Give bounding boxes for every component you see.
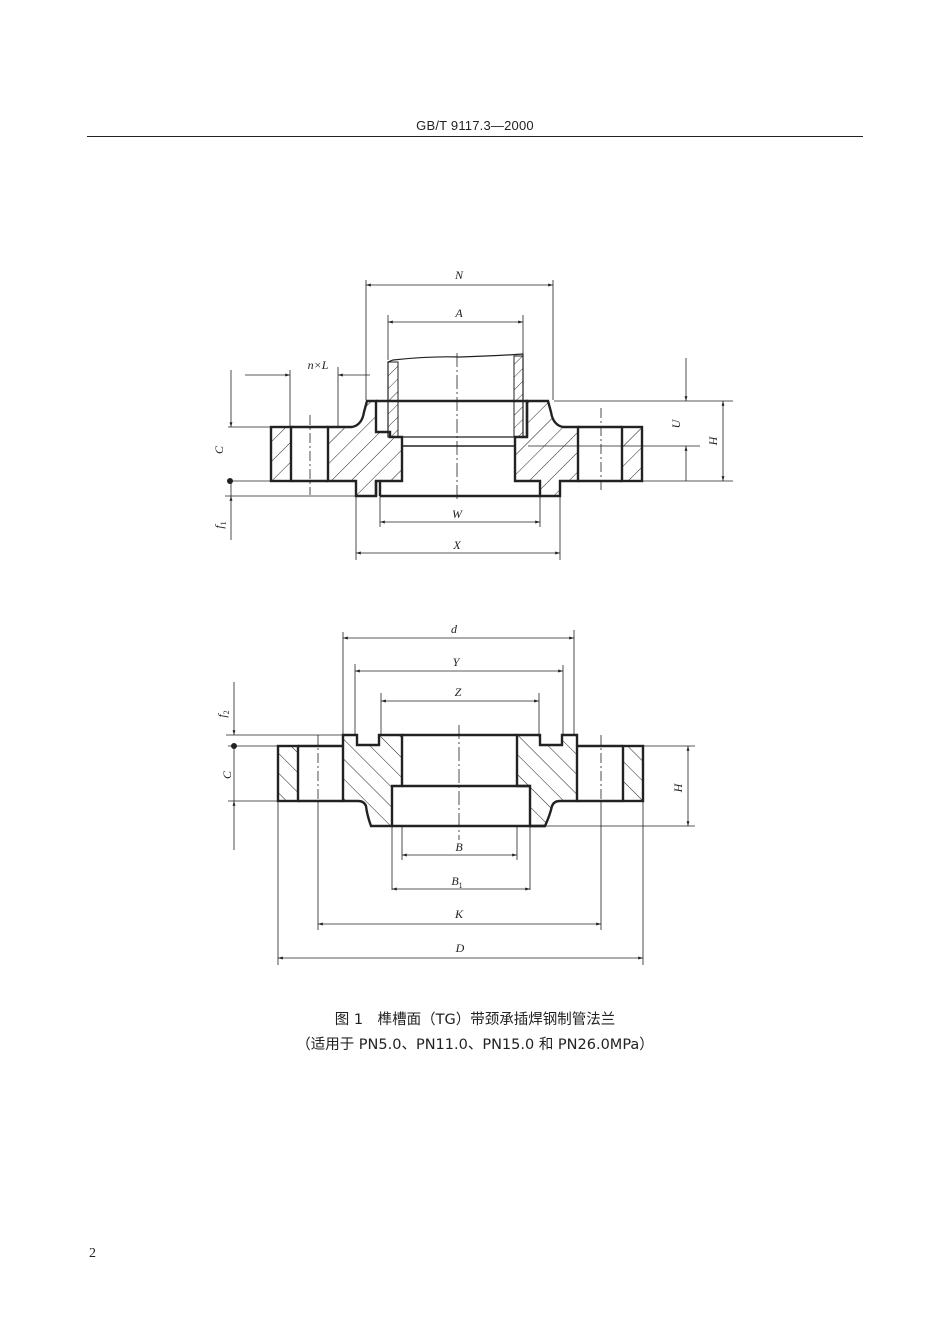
dim-label-nxL: n×L xyxy=(308,358,329,372)
dim-label-f2: f2 xyxy=(215,710,231,717)
figure-caption-applicability: （适用于 PN5.0、PN11.0、PN15.0 和 PN26.0MPa） xyxy=(296,1037,654,1053)
dim-label-W: W xyxy=(452,507,463,521)
dim-label-Z: Z xyxy=(455,685,462,699)
top-view-drawing xyxy=(225,280,733,560)
dim-label-N: N xyxy=(454,268,464,282)
dim-label-f1: f1 xyxy=(212,521,228,528)
dim-label-X: X xyxy=(452,538,461,552)
header-divider xyxy=(87,136,863,137)
dim-label-K: K xyxy=(454,907,464,921)
dim-label-H: H xyxy=(706,435,720,446)
top-view-dimension-labels: N A n×L C f1 U H W X xyxy=(212,268,720,552)
dim-label-U: U xyxy=(669,418,683,428)
standard-code-header: GB/T 9117.3—2000 xyxy=(416,118,534,133)
figure-caption-title: 图 1 榫槽面（TG）带颈承插焊钢制管法兰 xyxy=(334,1012,616,1028)
bottom-view-dimension-labels: d Y Z f2 C H B B1 K D xyxy=(215,622,685,955)
dim-label-C: C xyxy=(212,445,226,454)
dim-label-A: A xyxy=(454,306,463,320)
dim-label-Y: Y xyxy=(453,655,461,669)
flange-technical-drawing: N A n×L C f1 U H W X xyxy=(212,268,733,965)
dim-label-d: d xyxy=(451,622,458,636)
dim-label-D: D xyxy=(455,941,465,955)
dim-label-B: B xyxy=(455,840,463,854)
dim-label-H: H xyxy=(671,782,685,793)
bottom-view-drawing xyxy=(226,630,695,965)
page-number: 2 xyxy=(89,1246,96,1261)
dim-label-C: C xyxy=(220,770,234,779)
dim-label-B1: B1 xyxy=(451,874,462,890)
